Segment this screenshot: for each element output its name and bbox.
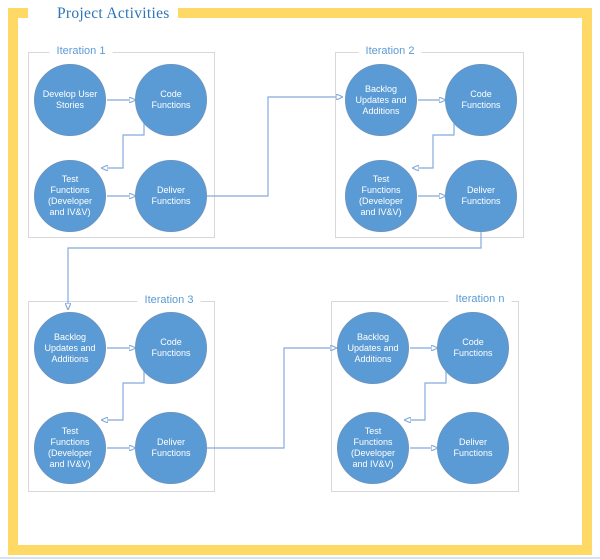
node-itn-test-functions: Test Functions (Developer and IV&V)	[337, 412, 409, 484]
node-it2-deliver-functions: Deliver Functions	[445, 160, 517, 232]
node-it1-test-functions: Test Functions (Developer and IV&V)	[34, 160, 106, 232]
frame-bottom-bar	[8, 545, 592, 555]
node-it3-deliver-functions: Deliver Functions	[135, 412, 207, 484]
node-it2-test-functions: Test Functions (Developer and IV&V)	[345, 160, 417, 232]
frame-right-bar	[582, 8, 592, 555]
node-it1-develop-user-stories: Develop User Stories	[34, 64, 106, 136]
iteration-1-label: Iteration 1	[49, 45, 113, 58]
iteration-3-label: Iteration 3	[137, 294, 201, 307]
frame-top-bar	[178, 8, 592, 18]
node-it3-test-functions: Test Functions (Developer and IV&V)	[34, 412, 106, 484]
node-it1-code-functions: Code Functions	[135, 64, 207, 136]
node-it1-deliver-functions: Deliver Functions	[135, 160, 207, 232]
iteration-2-label: Iteration 2	[358, 45, 422, 58]
node-itn-deliver-functions: Deliver Functions	[437, 412, 509, 484]
node-it2-code-functions: Code Functions	[445, 64, 517, 136]
node-itn-backlog-updates: Backlog Updates and Additions	[337, 312, 409, 384]
connector-it2-deliver-to-it3-backlog	[68, 232, 482, 303]
page-title: Project Activities	[57, 5, 170, 22]
node-it3-backlog-updates: Backlog Updates and Additions	[34, 312, 106, 384]
connector-it3-deliver-to-itn-backlog	[207, 348, 330, 449]
node-it2-backlog-updates: Backlog Updates and Additions	[345, 64, 417, 136]
iteration-n-label: Iteration n	[448, 293, 512, 306]
frame-left-bar	[8, 8, 18, 555]
frame-top-left-corner	[8, 8, 28, 18]
node-itn-code-functions: Code Functions	[437, 312, 509, 384]
page-bottom-edge	[0, 557, 600, 559]
connector-it1-deliver-to-it2-backlog	[207, 97, 336, 197]
node-it3-code-functions: Code Functions	[135, 312, 207, 384]
